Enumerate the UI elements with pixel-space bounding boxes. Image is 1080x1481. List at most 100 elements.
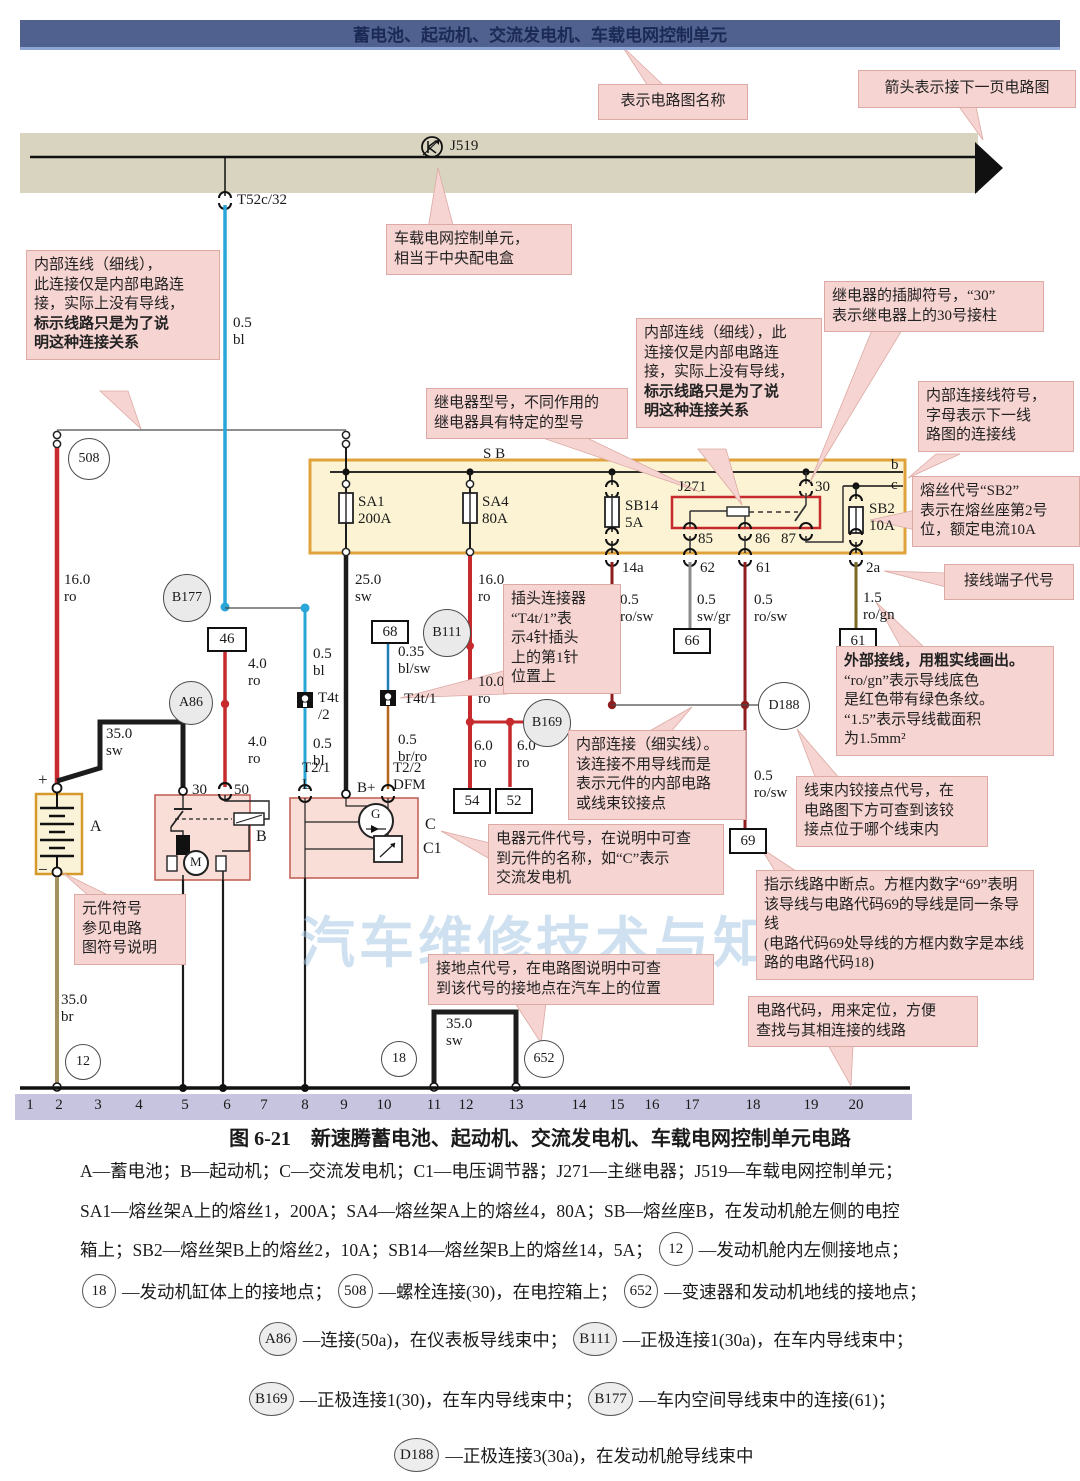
callout-internal-connector-symbol: 内部连接线符号， 字母表示下一线 路图的连接线 [918, 381, 1074, 452]
wire-label-35sw-2: 35.0 sw [446, 1016, 473, 1049]
terminal-t22dfm-label: T2/2 DFM [393, 760, 426, 793]
connection-b177: B177 [163, 574, 211, 622]
rail-number: 19 [803, 1097, 819, 1113]
terminal-t21L-label: T2/1 L [302, 760, 331, 793]
alternator-symbol [289, 784, 419, 879]
callout-ground-code: 接地点代号，在电路图说明中可查 到该代号的接地点在汽车上的位置 [428, 954, 714, 1005]
rail-number: 17 [684, 1097, 700, 1113]
j271-label: J271 [678, 479, 707, 495]
wire-label-05brro: 0.5 br/ro [398, 732, 428, 765]
legend-circle-a86: A86 [259, 1322, 297, 1356]
callout-terminal-code: 接线端子代号 [944, 564, 1074, 600]
connection-b169: B169 [523, 699, 571, 747]
t52c-label: T52c/32 [237, 192, 287, 208]
rail-number: 13 [508, 1097, 524, 1113]
figure-caption: 图 6-21 新速腾蓄电池、起动机、交流发电机、车载电网控制单元电路 [229, 1128, 851, 1150]
component-c-label: C [425, 816, 436, 833]
component-c1-label: C1 [423, 840, 442, 857]
fuse-sa1 [338, 448, 354, 791]
break-box-54: 54 [453, 788, 491, 814]
rail-number: 3 [94, 1097, 102, 1113]
battery-plus-label: + [38, 770, 48, 789]
rail-number: 15 [609, 1097, 625, 1113]
next-page-arrow [975, 142, 1003, 194]
wire-label-16ro: 16.0 ro [64, 572, 91, 605]
legend-line-4: 18 —发动机缸体上的接地点； 508 —螺栓连接(30)，在电控箱上； 652… [76, 1274, 927, 1308]
wire-label-15rogn: 1.5 ro/gn [863, 590, 895, 623]
legend-circle-18: 18 [82, 1274, 116, 1308]
wire-label-05bl-b: 0.5 bl [313, 736, 332, 769]
wire-label-05bl-a: 0.5 bl [313, 646, 332, 679]
wire-label-05bl: 0.5 bl [233, 315, 252, 348]
break-box-68: 68 [371, 620, 409, 644]
starter-symbol [154, 782, 270, 881]
legend-circle-b177: B177 [588, 1382, 633, 1416]
legend-line-1: A—蓄电池；B—起动机；C—交流发电机；C1—电压调节器；J271—主继电器；J… [80, 1161, 903, 1181]
legend-circle-508: 508 [338, 1274, 373, 1308]
callout-diagram-name: 表示电路图名称 [598, 84, 748, 120]
legend-line-5: A86 —连接(50a)，在仪表板导线束中； B111 —正极连接1(30a)，… [253, 1322, 913, 1356]
legend-circle-b169: B169 [249, 1382, 294, 1416]
legend-line-2: SA1—熔丝架A上的熔丝1，200A；SA4—熔丝架A上的熔丝4，80A；SB—… [80, 1201, 900, 1221]
wire-label-05rosw-b: 0.5 ro/sw [754, 592, 788, 625]
break-box-46: 46 [207, 627, 247, 652]
component-a-label: A [90, 818, 102, 835]
connection-508: 508 [68, 438, 110, 480]
battery-minus-label: − [38, 860, 48, 879]
page-title: 蓄电池、起动机、交流发电机、车载电网控制单元 [353, 26, 727, 45]
top-bus [30, 136, 1003, 210]
sa1-label: SA1 200A [358, 494, 392, 527]
callout-break-point: 指示线路中断点。方框内数字“69”表明 该导线与电路代码69的导线是同一条导线 … [756, 870, 1034, 980]
terminal-61-label: 61 [756, 560, 771, 576]
motor-m-label: M [190, 854, 202, 869]
connection-b111: B111 [423, 609, 471, 657]
relay-pin87-label: 87 [781, 531, 796, 547]
wire-35sw [56, 719, 186, 788]
sb2-label: SB2 10A [869, 501, 895, 534]
wire-label-05rosw-a: 0.5 ro/sw [620, 592, 654, 625]
connection-d188: D188 [758, 682, 810, 730]
callout-fuse-code: 熔丝代号“SB2” 表示在熔丝座第2号 位，额定电流10A [912, 476, 1080, 547]
break-box-52: 52 [495, 788, 533, 814]
callout-component-code: 电器元件代号，在说明中可查 到元件的名称，如“C”表示 交流发电机 [488, 824, 724, 895]
plug-t4t1-label: T4t/1 [404, 691, 437, 707]
terminal-14a-label: 14a [622, 560, 644, 576]
rail-number: 11 [426, 1097, 442, 1113]
callout-internal-connection: 内部连接（细实线）。 该连接不用导线而是 表示元件的内部电路 或线束铰接点 [568, 730, 746, 820]
rail-number: 16 [644, 1097, 660, 1113]
wire-label-05rosw-c: 0.5 ro/sw [754, 768, 788, 801]
relay-j271 [670, 468, 844, 567]
terminal-30-label: 30 [192, 782, 207, 798]
break-box-69: 69 [729, 828, 767, 854]
callout-next-page-arrow: 箭头表示接下一页电路图 [858, 70, 1076, 108]
fuse-sb14 [604, 468, 620, 567]
sb14-label: SB14 5A [625, 498, 659, 531]
callout-external-wire: 外部接线，用粗实线画出。 “ro/gn”表示导线底色 是红色带有绿色条纹。 “1… [836, 646, 1054, 756]
callout-component-symbol: 元件符号 参见电路 图符号说明 [74, 894, 186, 965]
wire-label-6ro-a: 6.0 ro [474, 738, 493, 771]
relay-pin86-label: 86 [755, 531, 770, 547]
callout-relay-type: 继电器型号，不同作用的 继电器具有特定的型号 [426, 388, 628, 439]
ground-652: 652 [524, 1040, 564, 1078]
rail-number: 14 [571, 1097, 587, 1113]
wire-label-35sw: 35.0 sw [106, 726, 133, 759]
ground-12: 12 [65, 1044, 101, 1080]
generator-g-label: G [371, 806, 381, 821]
sb-label: S B [483, 446, 506, 462]
callout-circuit-code: 电路代码，用来定位，方便 查找与其相连接的线路 [748, 996, 978, 1047]
sa4-label: SA4 80A [482, 494, 509, 527]
legend-circle-12: 12 [658, 1232, 693, 1266]
fuse-sb2 [848, 482, 864, 567]
rail-number: 2 [55, 1097, 63, 1113]
wire-label-4ro-b: 4.0 ro [248, 734, 267, 767]
relay-pin85-label: 85 [698, 531, 713, 547]
legend-line-7: D188 —正极连接3(30a)，在发动机舱导线束中 [388, 1438, 754, 1472]
rail-number: 1 [26, 1097, 34, 1113]
control-unit-band [20, 133, 978, 193]
page-title-bar: 蓄电池、起动机、交流发电机、车载电网控制单元 [20, 20, 1060, 50]
terminal-2a-label: 2a [866, 560, 881, 576]
callout-internal-wire-left: 内部连线（细线）， 此连接仅是内部电路连 接，实际上没有导线， 标示线路只是为了… [26, 250, 220, 360]
wire-label-05swgr: 0.5 sw/gr [697, 592, 731, 625]
